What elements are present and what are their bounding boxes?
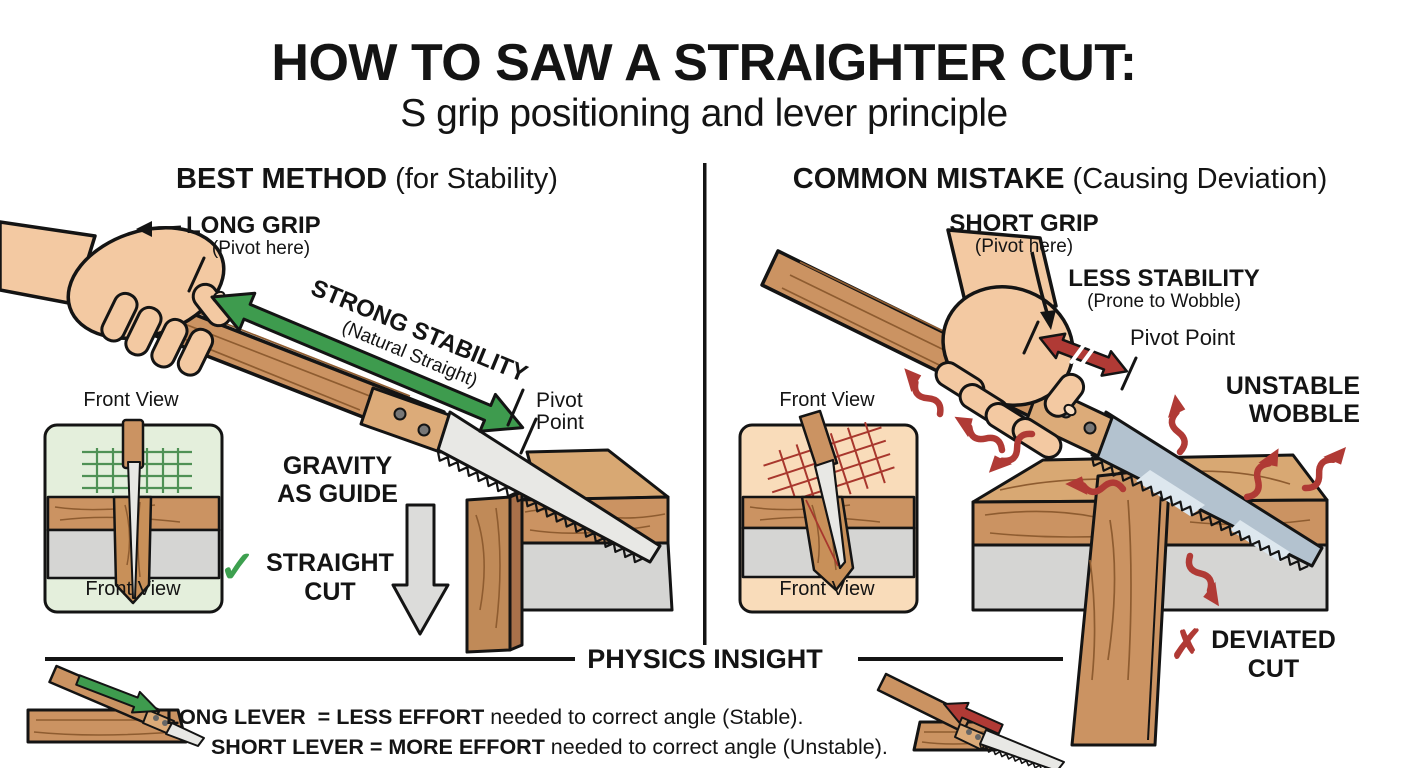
less-stability-sublabel: (Prone to Wobble)	[1087, 291, 1241, 312]
gravity-arrow	[391, 503, 450, 636]
page-title: HOW TO SAW A STRAIGHTER CUT:	[271, 34, 1137, 92]
check-icon: ✓	[219, 543, 256, 592]
deviated-line2: CUT	[1247, 655, 1300, 683]
physics-line2: SHORT LEVER = MORE EFFORT needed to corr…	[199, 710, 888, 759]
straight-cut-line1: STRAIGHT	[266, 549, 394, 577]
physics-insight-heading: PHYSICS INSIGHT	[587, 644, 823, 674]
unstable-wobble-label: UNSTABLE WOBBLE	[1208, 372, 1360, 428]
left-pivot-point-label: Pivot Point	[536, 390, 584, 434]
page-subtitle: S grip positioning and lever principle	[400, 92, 1008, 135]
left-panel-heading: BEST METHOD (for Stability)	[62, 163, 672, 196]
panel-divider	[703, 163, 707, 645]
less-stability-label: LESS STABILITY	[1068, 265, 1260, 292]
physics-line1-bold: LONG LEVER = LESS EFFORT	[165, 704, 485, 729]
left-heading-bold: BEST METHOD	[176, 163, 388, 195]
long-grip-label: LONG GRIP	[186, 212, 321, 239]
unstable-line1: UNSTABLE	[1225, 372, 1360, 400]
right-wood-block	[971, 453, 1329, 747]
right-front-view-inset	[738, 409, 919, 614]
deviated-line1: DEVIATED	[1211, 626, 1336, 654]
physics-line1-rest: needed to correct angle (Stable).	[484, 704, 804, 729]
right-pivot-ticks	[1022, 320, 1138, 391]
gravity-as-guide-label: GRAVITY AS GUIDE	[255, 452, 420, 508]
left-pivot-ticks	[187, 256, 538, 455]
gravity-line1: GRAVITY	[282, 452, 393, 480]
physics-line2-rest: needed to correct angle (Unstable).	[544, 734, 888, 759]
straight-cut-line2: CUT	[304, 578, 356, 606]
right-panel-heading: COMMON MISTAKE (Causing Deviation)	[745, 163, 1375, 196]
right-pivot-point-label: Pivot Point	[1130, 325, 1236, 350]
physics-divider-right	[858, 657, 1063, 661]
right-front-view-label: Front View	[779, 389, 875, 411]
short-pivot-arrow	[1038, 332, 1129, 377]
left-front-view-inner-label: Front View	[85, 578, 181, 600]
left-pivot-line1: Pivot	[536, 389, 583, 412]
gravity-line2: AS GUIDE	[277, 480, 398, 508]
right-heading-rest: (Causing Deviation)	[1064, 163, 1328, 195]
physics-line2-bold: SHORT LEVER = MORE EFFORT	[210, 734, 545, 759]
left-heading-rest: (for Stability)	[387, 163, 558, 195]
short-grip-pointer-arrow	[1030, 251, 1056, 330]
physics-divider-left	[45, 657, 575, 661]
straight-cut-label: STRAIGHT CUT	[255, 549, 405, 607]
long-grip-sublabel: (Pivot here)	[211, 238, 311, 259]
left-hand	[0, 220, 233, 377]
left-pivot-line2: Point	[536, 411, 584, 434]
long-grip-arrow	[136, 221, 182, 237]
left-front-view-label: Front View	[83, 389, 179, 411]
right-hand	[934, 228, 1086, 459]
short-grip-label: SHORT GRIP	[949, 210, 1099, 237]
left-front-view-inset	[43, 418, 224, 614]
physics-short-lever-icon	[876, 672, 1065, 768]
unstable-line2: WOBBLE	[1248, 400, 1360, 428]
short-grip-sublabel: (Pivot here)	[974, 236, 1074, 257]
right-front-view-inner-label: Front View	[779, 578, 875, 600]
x-icon: ✗	[1170, 623, 1204, 667]
physics-long-lever-icon	[26, 664, 205, 747]
right-heading-bold: COMMON MISTAKE	[792, 163, 1065, 195]
strong-stability-arrow	[210, 291, 525, 433]
physics-line1: LONG LEVER = LESS EFFORT needed to corre…	[154, 680, 803, 729]
deviated-cut-label: DEVIATED CUT	[1196, 626, 1351, 684]
